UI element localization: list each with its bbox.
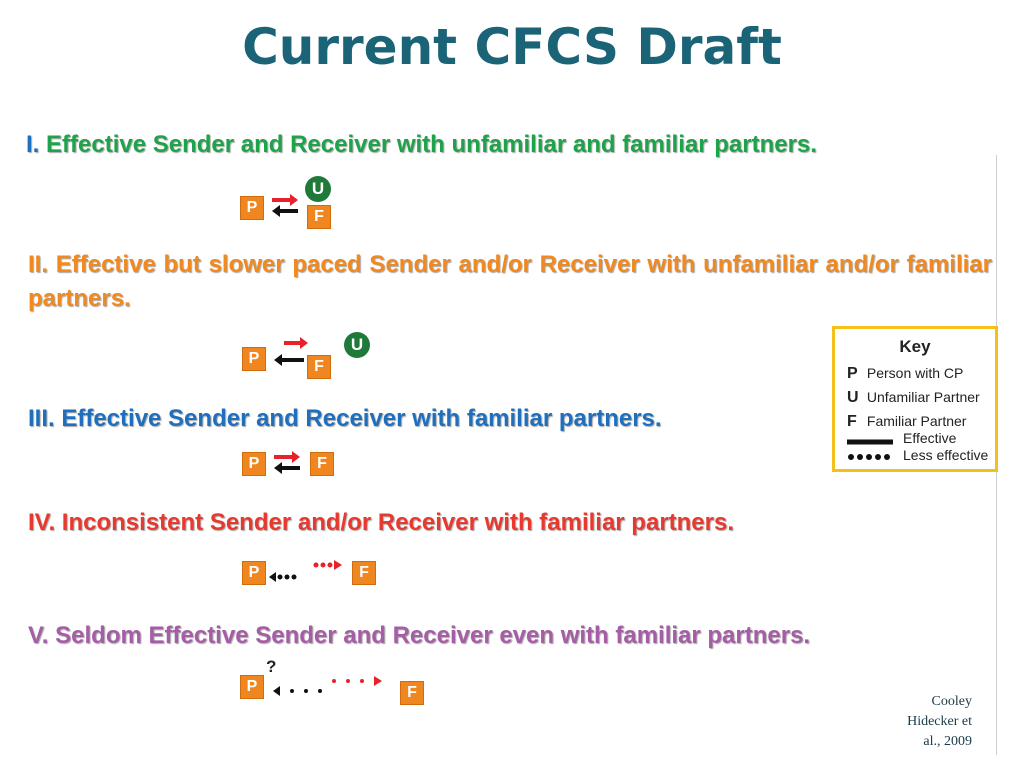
key-symbol-p: P	[847, 365, 858, 382]
bidirectional-effective-arrows	[274, 451, 300, 474]
level-5-text: Seldom Effective Sender and Receiver eve…	[48, 622, 811, 649]
person-box: P	[240, 675, 264, 699]
key-label-effective: Effective	[903, 430, 957, 446]
familiar-partner-box: F	[352, 561, 376, 585]
level-1-number: I.	[26, 131, 40, 158]
key-label-unfamiliar: Unfamiliar Partner	[866, 389, 980, 405]
familiar-partner-box: F	[310, 452, 334, 476]
level-5-number: V.	[28, 622, 49, 649]
level-3-text: Effective Sender and Receiver with famil…	[54, 405, 662, 432]
level-5-description: V. Seldom Effective Sender and Receiver …	[28, 619, 810, 653]
person-box: P	[242, 561, 266, 585]
level-4-number: IV.	[28, 509, 56, 536]
level-2-text: Effective but slower paced Sender and/or…	[28, 251, 992, 312]
familiar-partner-box: F	[307, 205, 331, 229]
level-2-description: II. Effective but slower paced Sender an…	[28, 248, 992, 316]
question-mark: ?	[266, 657, 277, 676]
person-box: P	[242, 347, 266, 371]
level-1-text: Effective Sender and Receiver with unfam…	[39, 131, 817, 158]
level-3-number: III.	[28, 405, 55, 432]
level-4-text: Inconsistent Sender and/or Receiver with…	[55, 509, 735, 536]
key-label-person: Person with CP	[866, 365, 964, 381]
key-row-person: P Person with CP	[847, 365, 963, 383]
unfamiliar-partner-circle: U	[305, 176, 331, 202]
citation-line-3: al., 2009	[923, 734, 972, 749]
key-legend: Key P Person with CP U Unfamiliar Partne…	[832, 326, 998, 472]
key-row-unfamiliar: U Unfamiliar Partner	[847, 389, 980, 407]
key-row-familiar: F Familiar Partner	[847, 413, 966, 431]
slower-effective-arrows	[274, 337, 308, 366]
seldom-effective-dotted-arrows	[273, 676, 382, 696]
slide-title: Current CFCS Draft	[242, 18, 782, 76]
familiar-partner-box: F	[400, 681, 424, 705]
bidirectional-effective-arrows	[272, 194, 298, 217]
key-label-familiar: Familiar Partner	[866, 413, 967, 429]
key-title: Key	[899, 337, 931, 356]
effective-solid-line	[847, 439, 893, 445]
inconsistent-dotted-arrows	[269, 560, 342, 582]
level-2-number: II.	[28, 251, 49, 278]
person-box: P	[240, 196, 264, 220]
key-symbol-u: U	[847, 389, 859, 406]
unfamiliar-partner-circle: U	[344, 332, 370, 358]
person-box: P	[242, 452, 266, 476]
key-symbol-f: F	[847, 413, 857, 430]
citation-line-1: Cooley	[931, 694, 972, 709]
level-1-description: I. Effective Sender and Receiver with un…	[26, 128, 817, 162]
citation: Cooley Hidecker et al., 2009	[872, 692, 972, 752]
familiar-partner-box: F	[307, 355, 331, 379]
level-3-description: III. Effective Sender and Receiver with …	[28, 402, 662, 436]
citation-line-2: Hidecker et	[907, 714, 972, 729]
key-label-less-effective: Less effective	[903, 447, 989, 463]
less-effective-dotted-line	[848, 454, 890, 460]
level-4-description: IV. Inconsistent Sender and/or Receiver …	[28, 506, 734, 540]
